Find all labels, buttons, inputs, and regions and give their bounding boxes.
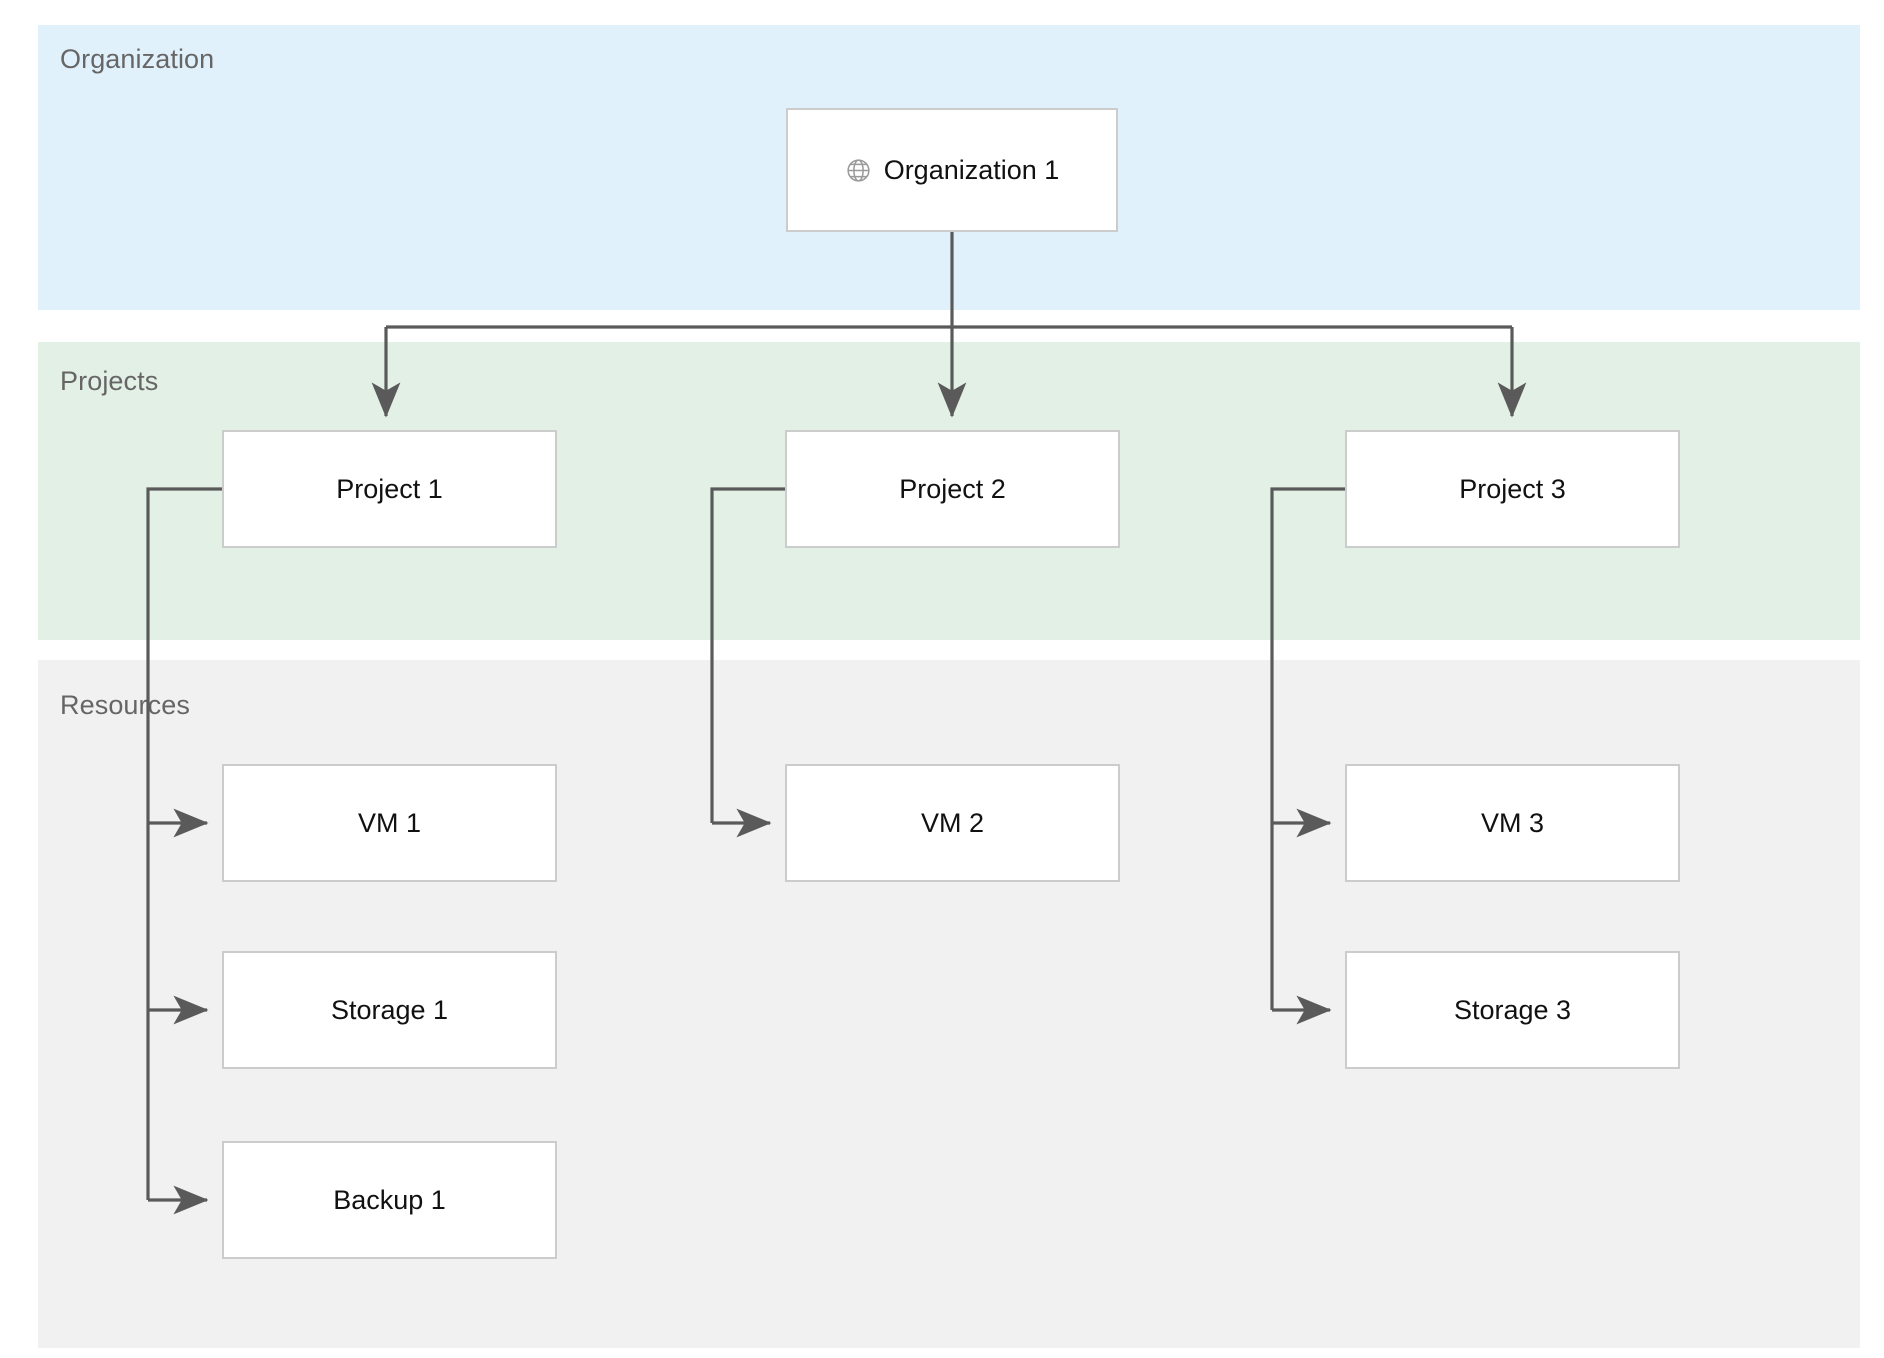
projects-band-label: Projects [60,366,159,396]
node-vm-2-label: VM 2 [920,807,985,838]
node-backup-1[interactable]: Backup 1 [222,1141,557,1259]
node-vm-2[interactable]: VM 2 [785,764,1120,882]
node-organization-1[interactable]: Organization 1 [786,108,1118,232]
globe-icon [845,157,872,184]
node-vm-3[interactable]: VM 3 [1345,764,1680,882]
resources-band-label: Resources [60,690,190,720]
node-organization-1-label: Organization 1 [883,154,1060,185]
node-storage-1[interactable]: Storage 1 [222,951,557,1069]
node-project-1[interactable]: Project 1 [222,430,557,548]
node-project-2-label: Project 2 [899,473,1006,504]
node-project-1-label: Project 1 [336,473,443,504]
node-vm-1[interactable]: VM 1 [222,764,557,882]
node-project-2[interactable]: Project 2 [785,430,1120,548]
organization-band-label: Organization [60,44,215,74]
node-vm-1-label: VM 1 [357,807,422,838]
node-project-3[interactable]: Project 3 [1345,430,1680,548]
node-vm-3-label: VM 3 [1480,807,1545,838]
node-storage-1-label: Storage 1 [330,994,449,1025]
node-project-3-label: Project 3 [1459,473,1566,504]
node-storage-3[interactable]: Storage 3 [1345,951,1680,1069]
node-storage-3-label: Storage 3 [1453,994,1572,1025]
node-backup-1-label: Backup 1 [333,1184,446,1215]
